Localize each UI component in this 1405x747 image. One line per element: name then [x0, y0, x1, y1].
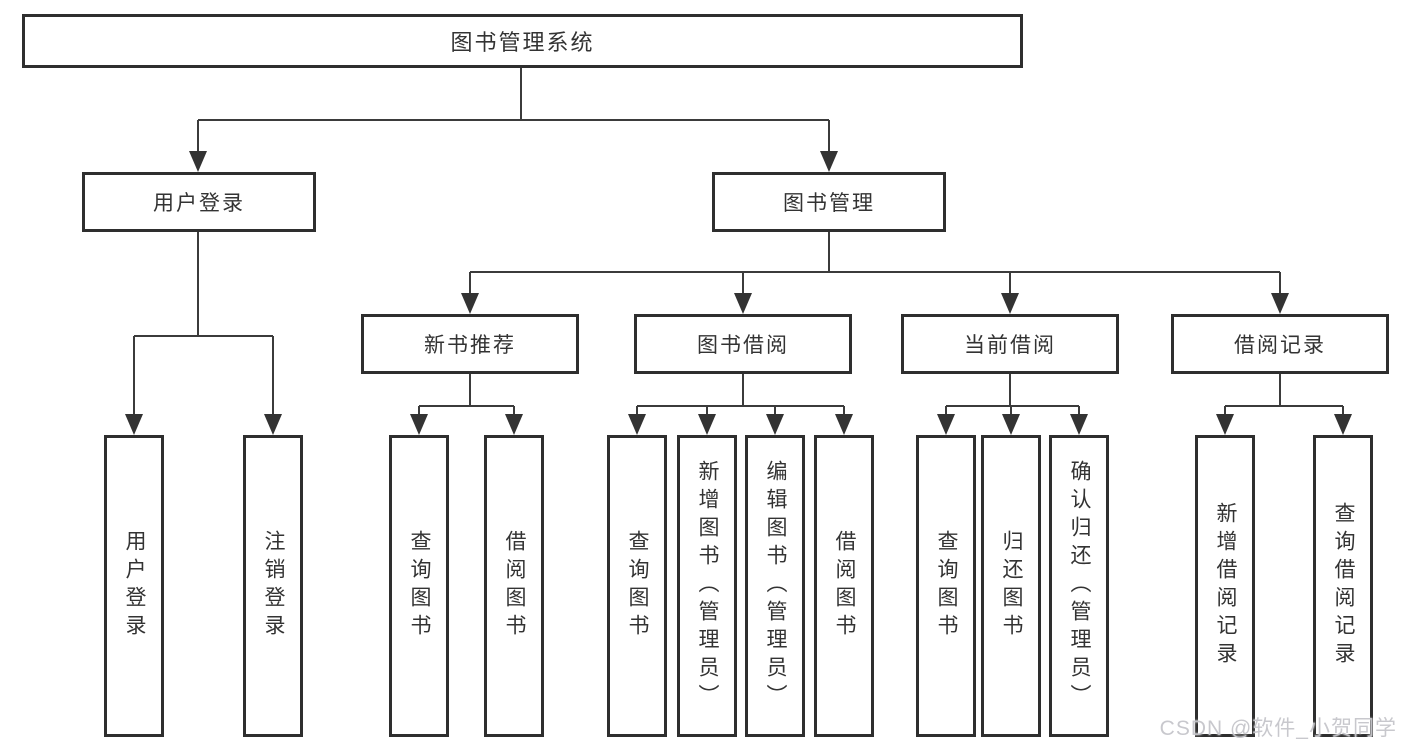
connector-book-mgmt-children	[461, 232, 1289, 314]
leaf-logout: 注销登录	[243, 435, 303, 737]
connector-user-login-children	[125, 232, 282, 435]
arrow-down-icon	[1271, 293, 1289, 314]
node-root: 图书管理系统	[22, 14, 1023, 68]
node-user-login: 用户登录	[82, 172, 316, 232]
leaf-query-books-newbooks: 查询图书	[389, 435, 449, 737]
connector-borrow-records-children	[1216, 374, 1352, 435]
leaf-return-books: 归还图书	[981, 435, 1041, 737]
arrow-down-icon	[1334, 414, 1352, 435]
node-borrow-records: 借阅记录	[1171, 314, 1389, 374]
arrow-down-icon	[937, 414, 955, 435]
leaf-add-books-admin: 新增图书（管理员）	[677, 435, 737, 737]
connector-path	[133, 232, 274, 420]
arrow-down-icon	[264, 414, 282, 435]
arrow-down-icon	[734, 293, 752, 314]
connector-path	[418, 374, 515, 420]
leaf-borrow-books-borrow: 借阅图书	[814, 435, 874, 737]
leaf-query-books-borrow: 查询图书	[607, 435, 667, 737]
leaf-add-borrow-record: 新增借阅记录	[1195, 435, 1255, 737]
connector-path	[945, 374, 1080, 420]
leaf-borrow-books-newbooks: 借阅图书	[484, 435, 544, 737]
connector-book-borrow-children	[628, 374, 853, 435]
connector-path	[636, 374, 845, 420]
connector-path	[1224, 374, 1344, 420]
node-new-books: 新书推荐	[361, 314, 579, 374]
arrow-down-icon	[189, 151, 207, 172]
leaf-user-login: 用户登录	[104, 435, 164, 737]
arrow-down-icon	[1001, 293, 1019, 314]
leaf-query-borrow-record: 查询借阅记录	[1313, 435, 1373, 737]
leaf-query-books-current: 查询图书	[916, 435, 976, 737]
arrow-down-icon	[835, 414, 853, 435]
arrow-down-icon	[698, 414, 716, 435]
connector-current-borrow-children	[937, 374, 1088, 435]
arrow-down-icon	[628, 414, 646, 435]
node-current-borrow: 当前借阅	[901, 314, 1119, 374]
arrow-down-icon	[1002, 414, 1020, 435]
node-book-borrow: 图书借阅	[634, 314, 852, 374]
watermark: CSDN @软件_小贺同学	[1159, 717, 1397, 740]
connector-new-books-children	[410, 374, 523, 435]
arrow-down-icon	[1216, 414, 1234, 435]
connector-path	[469, 232, 1281, 298]
leaf-confirm-return-admin: 确认归还（管理员）	[1049, 435, 1109, 737]
arrow-down-icon	[1070, 414, 1088, 435]
arrow-down-icon	[820, 151, 838, 172]
connector-path	[197, 68, 830, 156]
connector-root-to-level2	[189, 68, 838, 172]
arrow-down-icon	[125, 414, 143, 435]
arrow-down-icon	[461, 293, 479, 314]
node-book-mgmt: 图书管理	[712, 172, 946, 232]
leaf-edit-books-admin: 编辑图书（管理员）	[745, 435, 805, 737]
arrow-down-icon	[410, 414, 428, 435]
arrow-down-icon	[505, 414, 523, 435]
arrow-down-icon	[766, 414, 784, 435]
